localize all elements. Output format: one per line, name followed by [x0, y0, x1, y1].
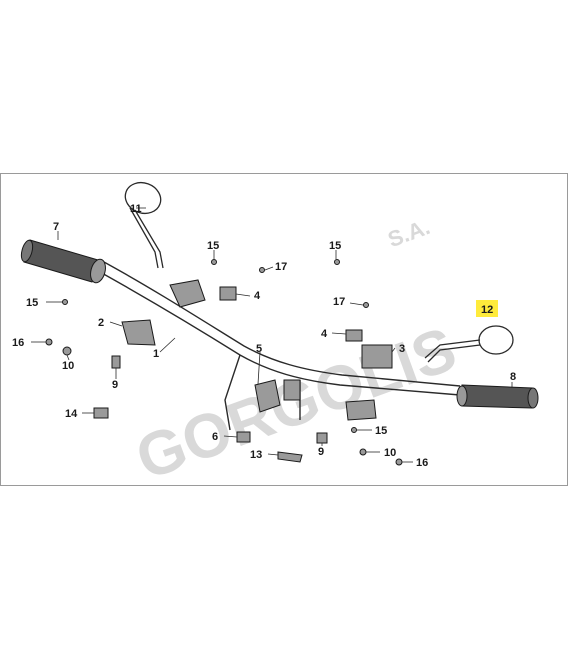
left-grip	[20, 239, 106, 284]
callout-10a: 10	[62, 360, 74, 372]
callouts: 1 2 3 4 4 5 6 7 8 9 9 10 10 11 12 13 14 …	[12, 203, 516, 469]
watermark-suffix: S.A.	[384, 214, 433, 252]
highlight-box	[476, 300, 498, 317]
callout-6: 6	[212, 431, 218, 443]
callout-4b: 4	[321, 328, 328, 340]
watermark-brand: GORGOLIS	[127, 314, 465, 493]
parts	[45, 259, 403, 466]
right-mirror	[424, 325, 514, 363]
diagram-frame	[0, 173, 568, 486]
callout-15a: 15	[26, 297, 38, 309]
callout-4a: 4	[254, 290, 261, 302]
callout-12: 12	[481, 304, 493, 316]
callout-15c: 15	[329, 240, 341, 252]
leader-lines	[31, 207, 513, 463]
callout-5: 5	[256, 343, 262, 355]
callout-10b: 10	[384, 447, 396, 459]
right-grip	[456, 384, 539, 409]
callout-16b: 16	[416, 457, 428, 469]
callout-17b: 17	[333, 296, 345, 308]
callout-16a: 16	[12, 337, 24, 349]
callout-9b: 9	[318, 446, 324, 458]
left-mirror	[124, 181, 164, 269]
callout-7: 7	[53, 221, 59, 233]
callout-2: 2	[98, 317, 104, 329]
callout-17a: 17	[275, 261, 287, 273]
callout-15b: 15	[207, 240, 219, 252]
callout-14: 14	[65, 408, 78, 420]
callout-13: 13	[250, 449, 262, 461]
watermark: GORGOLIS S.A.	[127, 214, 465, 493]
callout-1: 1	[153, 348, 159, 360]
callout-8: 8	[510, 371, 516, 383]
callout-15d: 15	[375, 425, 387, 437]
callout-3: 3	[399, 343, 405, 355]
callout-9a: 9	[112, 379, 118, 391]
callout-11: 11	[130, 203, 142, 215]
